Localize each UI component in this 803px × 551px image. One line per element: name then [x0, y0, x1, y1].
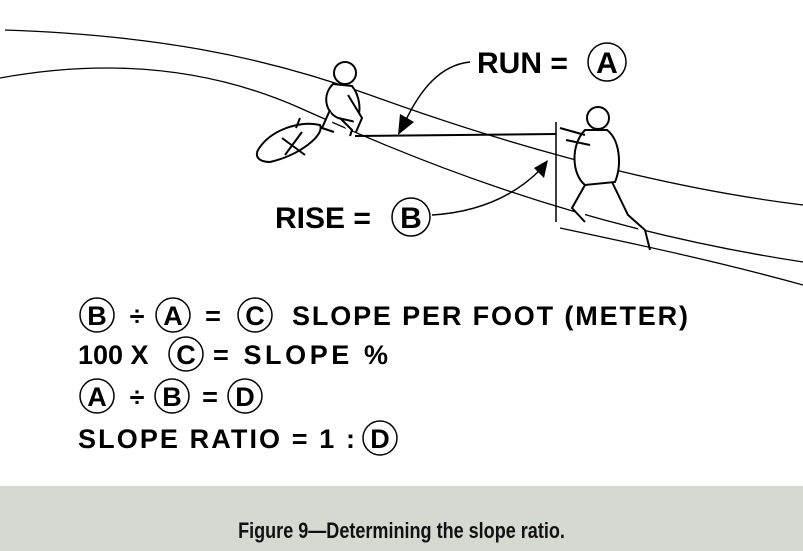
var-a: A — [163, 301, 183, 331]
formula-line-2: 100 X C = SLOPE % — [78, 336, 388, 372]
rise-arrowhead — [534, 160, 548, 178]
var-b: B — [87, 301, 107, 331]
formula-line-3: A ÷ B = D — [79, 378, 263, 414]
slope-line-middle — [0, 67, 803, 263]
slope-diagram: RUN = A RISE = B B ÷ A = C SLOPE PER FOO… — [0, 29, 803, 456]
var-d: D — [235, 382, 255, 412]
rise-variable: B — [400, 202, 422, 235]
run-variable: A — [596, 47, 618, 80]
rise-label: RISE = — [275, 202, 371, 235]
stake-board — [255, 117, 322, 164]
equals-sign: = — [205, 301, 221, 331]
run-arrow — [404, 61, 471, 123]
formula-prefix: 100 X — [78, 340, 149, 370]
var-b: B — [162, 382, 182, 412]
var-c: C — [176, 340, 196, 370]
caption-band — [0, 486, 803, 551]
slope-line-lower — [559, 227, 803, 286]
run-circle — [587, 42, 627, 82]
formula-text: SLOPE RATIO = 1 : — [78, 424, 355, 454]
pointer-arrows — [404, 61, 541, 216]
formula-line-1: B ÷ A = C SLOPE PER FOOT (METER) — [79, 297, 688, 333]
run-arrowhead — [398, 114, 414, 135]
formula-text: = SLOPE % — [213, 340, 388, 370]
divide-sign: ÷ — [130, 301, 145, 331]
var-a: A — [87, 382, 107, 412]
run-label: RUN = — [477, 47, 568, 80]
person-left — [320, 61, 364, 137]
divide-sign: ÷ — [130, 382, 145, 412]
figure-caption: Figure 9—Determining the slope ratio. — [238, 518, 565, 543]
slope-line-top — [4, 29, 803, 206]
formula-text: SLOPE PER FOOT (METER) — [292, 301, 688, 331]
rise-arrow — [431, 169, 541, 216]
person-right — [559, 106, 651, 251]
var-c: C — [245, 301, 265, 331]
var-d: D — [370, 424, 390, 454]
rise-circle — [391, 197, 431, 237]
measuring-line — [354, 133, 557, 137]
equals-sign: = — [202, 382, 218, 412]
slope-lines — [0, 29, 803, 286]
formula-line-4: SLOPE RATIO = 1 : D — [78, 420, 398, 456]
